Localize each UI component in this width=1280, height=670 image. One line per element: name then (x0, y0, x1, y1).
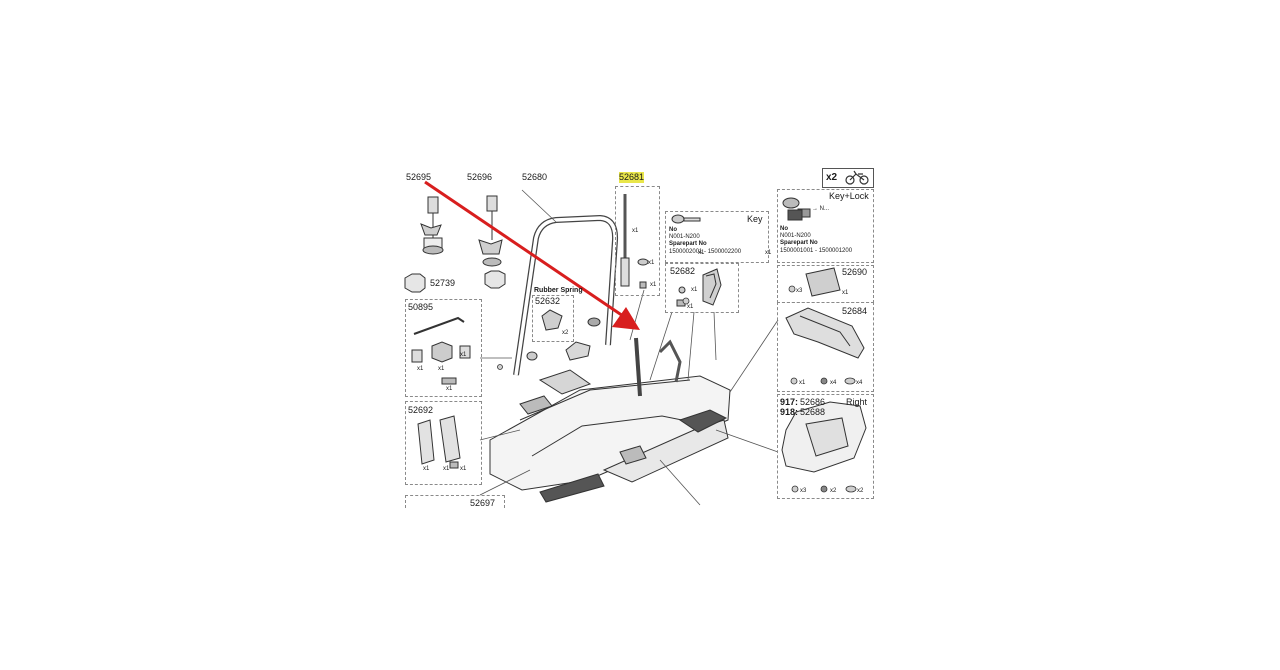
box-52697 (405, 495, 505, 508)
part-52739: 52739 (430, 278, 456, 288)
code-917: 917: (780, 397, 799, 407)
carrier-body-icon (489, 337, 731, 503)
box-52692 (405, 401, 482, 485)
qty: x1 (691, 287, 698, 293)
bike-count-box (822, 168, 874, 188)
knob-52695-icon (420, 196, 444, 255)
lock-key-icon (782, 197, 811, 221)
qty: x1 (438, 366, 445, 372)
qty: x3 (800, 488, 807, 494)
part-52695: 52695 (406, 172, 432, 182)
lamp-52684-icon (785, 307, 865, 359)
cap-52739-icon (404, 270, 506, 293)
lock-key-arrow: → N... (812, 206, 830, 212)
qty: x2 (830, 488, 837, 494)
part-52686: 52686 (800, 397, 826, 407)
qty: x1 (443, 466, 450, 472)
lock-sparepart-label: Sparepart No (780, 240, 818, 246)
lock-no-label: No (780, 226, 788, 232)
lock-sparepart-range: 1500001001 - 1500001200 (780, 248, 853, 254)
part-52697-partial: 52697 (470, 498, 496, 506)
bicycle-icon (845, 170, 869, 185)
key-no-label: No (669, 227, 677, 233)
box-50895 (405, 299, 482, 397)
key-label: Key (747, 214, 763, 224)
qty: x1 (687, 304, 694, 310)
leader-lines (479, 189, 779, 506)
key-sparepart-range: 1500002001 - 1500002200 (669, 249, 742, 255)
qty: x3 (796, 288, 803, 294)
red-arrow-icon (424, 180, 640, 330)
box-key (665, 211, 769, 263)
qty: x1 (765, 250, 772, 256)
key-lock-label: Key+Lock (829, 191, 869, 201)
part-52696: 52696 (467, 172, 493, 182)
knob-52696-icon (478, 195, 503, 267)
box-52684 (777, 302, 874, 392)
box-key-lock (777, 189, 874, 263)
box-917-918 (777, 394, 874, 499)
strip-52690-icon (805, 267, 841, 297)
lock-range: N001-N200 (780, 233, 811, 239)
right-label: Right (846, 397, 868, 407)
part-50895: 50895 (408, 302, 434, 312)
qty: x1 (417, 366, 424, 372)
toolkit-50895-icon (411, 316, 471, 385)
box-52682 (665, 263, 739, 313)
qty: x2 (562, 330, 569, 336)
part-52680: 52680 (522, 172, 548, 182)
key-range: N001-N200 (669, 234, 700, 240)
qty: x1 (423, 466, 430, 472)
part-52682: 52682 (670, 266, 696, 276)
qty: x1 (648, 260, 655, 266)
part-52632: 52632 (535, 296, 561, 306)
rubber-spring-label: Rubber Spring (534, 287, 583, 294)
code-918: 918: (780, 407, 799, 417)
key-icon (671, 214, 701, 224)
rubber-spring-52632-icon (526, 309, 601, 361)
key-sparepart-label: Sparepart No (669, 241, 707, 247)
qty: x2 (857, 488, 864, 494)
qty: x1 (460, 466, 467, 472)
qty: x4 (856, 380, 863, 386)
qty: x1 (632, 228, 639, 234)
plates-52692-icon (417, 415, 461, 469)
box-rubber-spring (532, 295, 574, 342)
strap-52681-icon (620, 194, 649, 289)
qty: x1 (446, 386, 453, 392)
part-52692: 52692 (408, 405, 434, 415)
qty: x1 (799, 380, 806, 386)
qty: x1 (650, 282, 657, 288)
box-52681 (615, 186, 660, 296)
part-52688: 52688 (800, 407, 826, 417)
part-52690: 52690 (842, 267, 868, 277)
qty: x1 (698, 250, 705, 256)
qty: x4 (830, 380, 837, 386)
qty: x1 (460, 352, 467, 358)
bike-count: x2 (826, 172, 838, 183)
part-52681: 52681 (619, 172, 645, 183)
qty: x1 (842, 290, 849, 296)
part-52684: 52684 (842, 306, 868, 316)
